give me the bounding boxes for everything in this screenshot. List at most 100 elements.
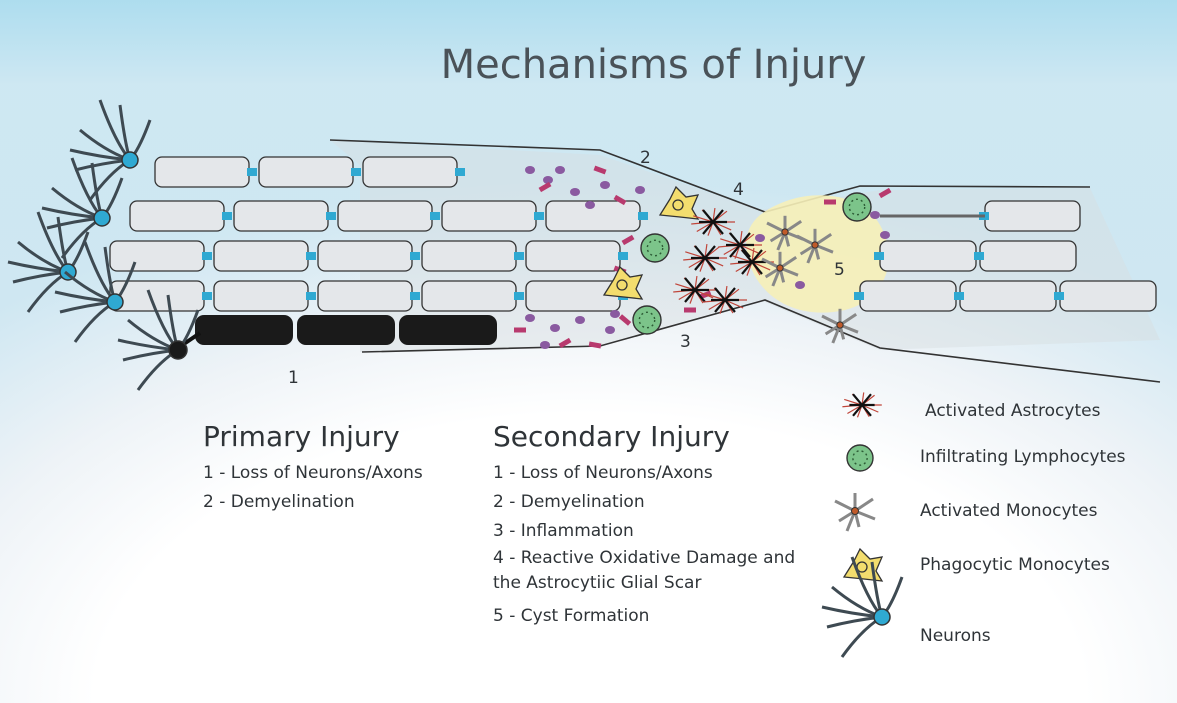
node-of-ranvier [247,168,257,176]
myelin-segment [318,281,412,311]
myelin-segment [985,201,1080,231]
cell-nucleus [782,229,788,235]
legend-label-lymphocytes: Infiltrating Lymphocytes [920,447,1126,467]
title-text: Mechanisms of Injury [441,42,867,88]
diagram-number-1: 1 [288,368,299,388]
node-of-ranvier [974,252,984,260]
node-of-ranvier [306,252,316,260]
myelin-segment [1060,281,1156,311]
debris-particle [635,186,645,194]
debris-particle [880,231,890,239]
neuron-soma [122,152,138,168]
myelin-segment [110,241,204,271]
lymphocyte [847,445,873,471]
lymphocyte [843,193,871,221]
node-of-ranvier [351,168,361,176]
diagram-number-5: 5 [834,260,845,280]
diagram-number-4: 4 [733,180,744,200]
cell-nucleus [777,265,783,271]
diagram-number-3: 3 [680,332,691,352]
neuron-soma [874,609,890,625]
debris-particle [550,324,560,332]
legend-label-neurons: Neurons [920,626,991,646]
node-of-ranvier [222,212,232,220]
secondary-item: 1 - Loss of Neurons/Axons [493,459,803,488]
legend-label-phagocytic-monocytes: Phagocytic Monocytes [920,555,1110,575]
debris-particle [575,316,585,324]
node-of-ranvier [202,292,212,300]
myelin-segment [960,281,1056,311]
debris-particle [555,166,565,174]
primary-item: 2 - Demyelination [203,488,483,517]
primary-item: 1 - Loss of Neurons/Axons [203,459,483,488]
myelin-segment [422,241,516,271]
node-of-ranvier [430,212,440,220]
myelin-segment [234,201,328,231]
damaged-axon-segment [399,315,497,345]
myelin-segment [155,157,249,187]
diagram-number-2: 2 [640,148,651,168]
myelin-segment [214,281,308,311]
legend-label-activated-monocytes: Activated Monocytes [920,501,1098,521]
dendrite [100,100,130,160]
myelin-segment [526,281,620,311]
node-of-ranvier [514,292,524,300]
cell-nucleus [812,242,818,248]
cell-nucleus [837,322,843,328]
debris-particle [525,314,535,322]
neuron-soma [94,210,110,226]
node-of-ranvier [202,252,212,260]
debris-particle [600,181,610,189]
node-of-ranvier [410,292,420,300]
myelin-segment [442,201,536,231]
node-of-ranvier [638,212,648,220]
neuron-soma [107,294,123,310]
myelin-debris [824,200,836,205]
lymphocyte [633,306,661,334]
myelin-segment [526,241,620,271]
secondary-item: 2 - Demyelination [493,488,803,517]
damaged-axon-segment [195,315,293,345]
myelin-segment [860,281,956,311]
myelin-segment [880,241,976,271]
cell-nucleus [852,508,859,515]
myelin-debris [514,328,526,333]
myelin-segment [363,157,457,187]
node-of-ranvier [534,212,544,220]
secondary-injury-block: Secondary Injury 1 - Loss of Neurons/Axo… [493,420,803,631]
primary-injury-block: Primary Injury 1 - Loss of Neurons/Axons… [203,420,483,517]
debris-particle [755,234,765,242]
debris-particle [610,310,620,318]
myelin-segment [214,241,308,271]
damaged-axon-segment [297,315,395,345]
neuron-soma [169,341,187,359]
node-of-ranvier [455,168,465,176]
primary-heading: Primary Injury [203,420,483,453]
debris-particle [540,341,550,349]
myelin-segment [130,201,224,231]
node-of-ranvier [854,292,864,300]
node-of-ranvier [954,292,964,300]
node-of-ranvier [410,252,420,260]
debris-particle [795,281,805,289]
dendrite [38,212,68,272]
node-of-ranvier [1054,292,1064,300]
myelin-segment [422,281,516,311]
myelin-segment [259,157,353,187]
debris-particle [525,166,535,174]
phagocytic-monocyte [844,549,882,581]
page-title: Mechanisms of Injury [0,42,1177,88]
myelin-segment [980,241,1076,271]
debris-particle [605,326,615,334]
secondary-item: 3 - Inflammation [493,517,803,546]
lymphocyte [641,234,669,262]
legend-label-astrocytes: Activated Astrocytes [925,401,1100,421]
debris-particle [585,201,595,209]
myelin-segment [338,201,432,231]
myelin-debris [684,308,696,313]
node-of-ranvier [618,252,628,260]
node-of-ranvier [874,252,884,260]
secondary-item: 4 - Reactive Oxidative Damage and the As… [493,546,803,596]
node-of-ranvier [514,252,524,260]
node-of-ranvier [306,292,316,300]
